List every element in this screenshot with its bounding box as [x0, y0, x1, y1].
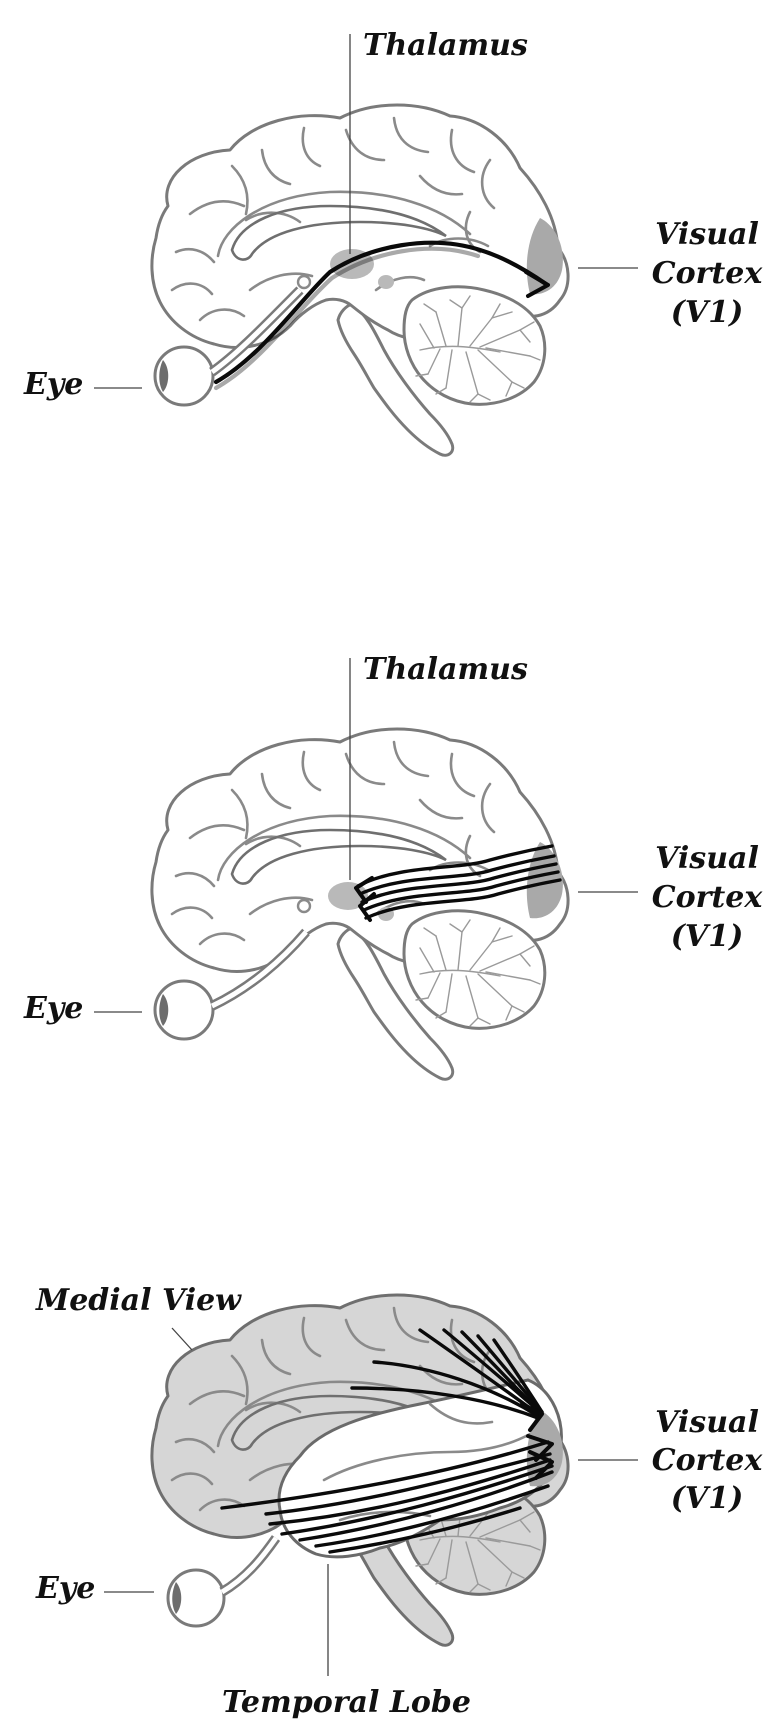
label-visual: Visual: [655, 1405, 759, 1440]
thalamic-radiation: [354, 844, 562, 922]
arrowhead-icon: [354, 876, 376, 922]
label-eye: Eye: [35, 1571, 95, 1606]
label-cortex: Cortex: [652, 880, 764, 915]
label-thalamus: Thalamus: [363, 652, 528, 687]
pathway-eye-to-v1: [213, 240, 549, 385]
panel-3: Medial View Visual Cortex (V1) Eye Tempo…: [35, 1283, 763, 1720]
label-visual: Visual: [655, 841, 759, 876]
label-v1: (V1): [671, 919, 744, 954]
label-thalamus: Thalamus: [363, 28, 528, 63]
label-temporal-lobe: Temporal Lobe: [222, 1685, 471, 1720]
arrowhead-icon: [524, 270, 550, 298]
label-cortex: Cortex: [652, 256, 764, 291]
label-eye: Eye: [23, 367, 83, 402]
label-medial-view: Medial View: [35, 1283, 242, 1318]
pathway-eye-to-v1-outline: [213, 246, 481, 391]
arrowhead-icon: [526, 1434, 554, 1462]
label-v1: (V1): [671, 295, 744, 330]
pupil-icon: [172, 1582, 182, 1614]
eye-icon: [153, 979, 215, 1041]
label-cortex: Cortex: [652, 1443, 764, 1478]
panel-2: Thalamus Visual Cortex (V1) Eye: [23, 652, 764, 1081]
label-v1: (V1): [671, 1481, 744, 1516]
label-visual: Visual: [655, 217, 759, 252]
arrowhead-icon: [528, 1450, 554, 1480]
visual-cortex-region: [526, 1410, 563, 1487]
eye-icon: [166, 1568, 226, 1628]
lgn-region: [378, 275, 394, 289]
cortical-pathways: [220, 1328, 554, 1554]
pupil-icon: [159, 994, 169, 1026]
panel-1: Thalamus Visual Cortex (V1) Eye: [23, 28, 764, 457]
label-eye: Eye: [23, 991, 83, 1026]
eye-icon: [153, 345, 215, 407]
arrowhead-icon: [520, 1402, 544, 1432]
pupil-icon: [159, 360, 169, 392]
